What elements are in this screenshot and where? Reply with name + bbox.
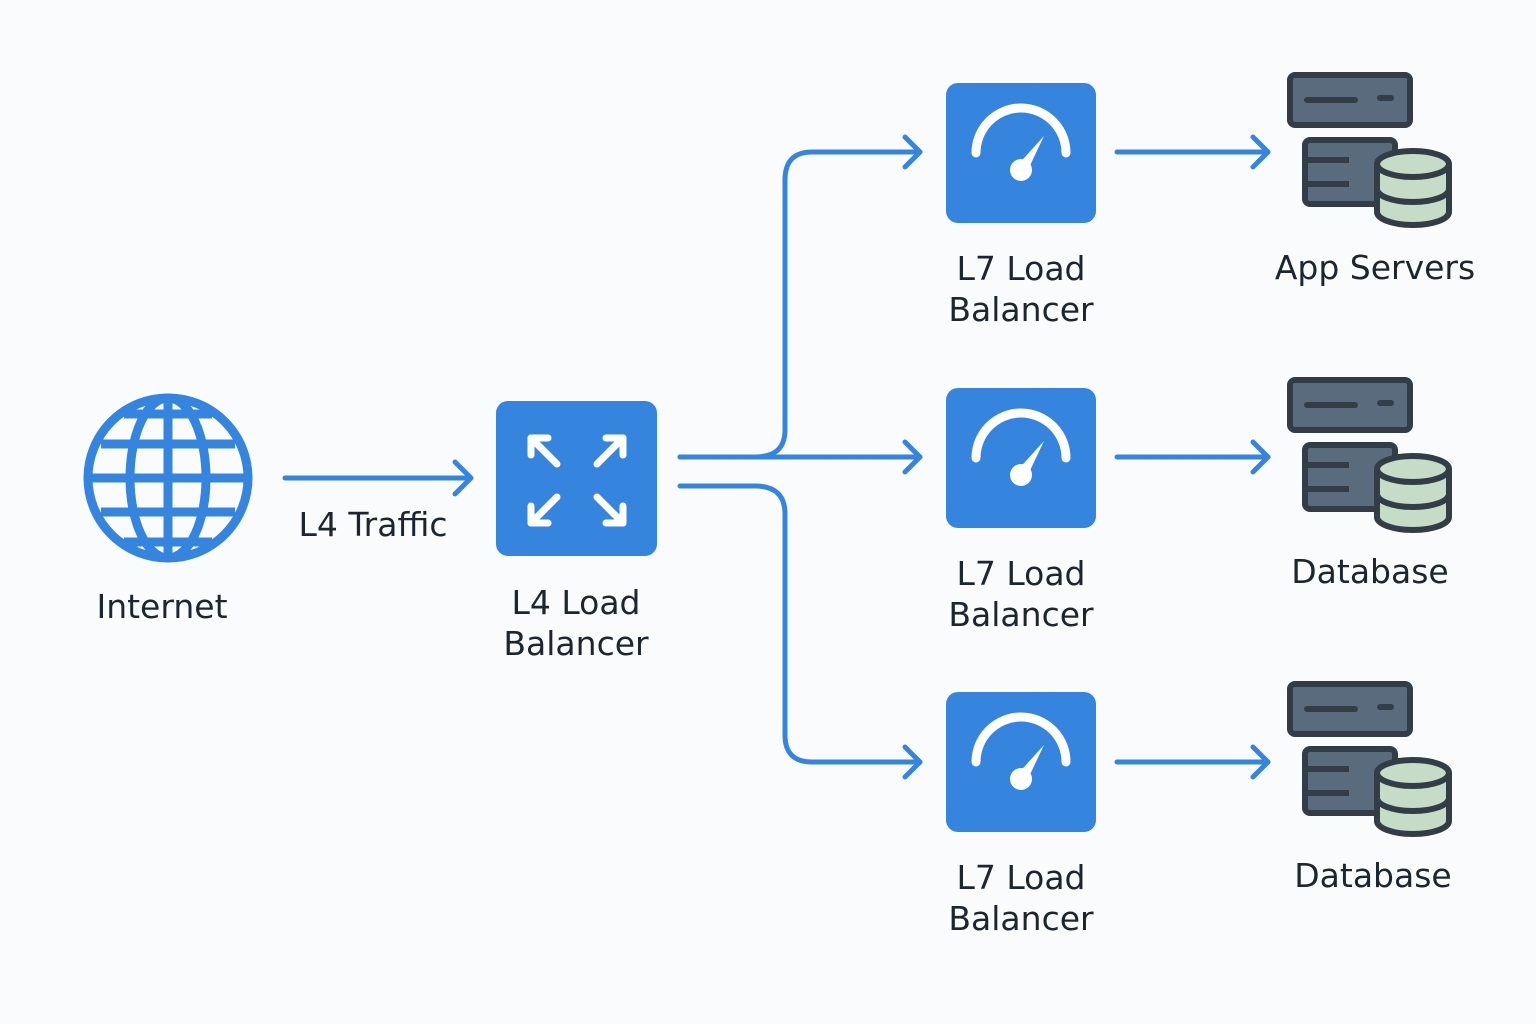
globe-icon [83, 393, 253, 563]
backend-label-app-servers: App Servers [1274, 248, 1476, 287]
l4-label-line2: Balancer [503, 624, 649, 663]
edges-l4-to-l7 [677, 134, 923, 780]
edge-internet-to-l4 [282, 459, 474, 497]
l7-label-line2: Balancer [948, 595, 1094, 634]
l7-load-balancer-label-1: L7 Load Balancer [921, 248, 1121, 330]
backend-label-database-2: Database [1294, 856, 1452, 895]
backend-label-database-1: Database [1291, 552, 1449, 591]
l4-expand-arrows-icon [496, 401, 657, 556]
l7-label-line1: L7 Load [956, 249, 1086, 288]
l4-label-line1: L4 Load [511, 583, 641, 622]
l7-label-line2: Balancer [948, 899, 1094, 938]
l7-load-balancer-label-2: L7 Load Balancer [921, 553, 1121, 635]
l7-label-line1: L7 Load [956, 554, 1086, 593]
server-database-icon [1290, 380, 1449, 530]
l7-label-line1: L7 Load [956, 858, 1086, 897]
l7-label-line2: Balancer [948, 290, 1094, 329]
server-database-icon [1290, 684, 1449, 834]
l4-load-balancer-label: L4 Load Balancer [476, 582, 676, 664]
edges-l7-to-backend [1114, 134, 1271, 780]
l7-gauge-icon [946, 388, 1096, 528]
server-database-icon [1290, 75, 1449, 225]
l7-gauge-icon [946, 83, 1096, 223]
l7-gauge-icon [946, 692, 1096, 832]
l7-load-balancer-label-3: L7 Load Balancer [921, 857, 1121, 939]
l4-traffic-edge-label: L4 Traffic [298, 505, 448, 544]
internet-label: Internet [96, 587, 228, 626]
